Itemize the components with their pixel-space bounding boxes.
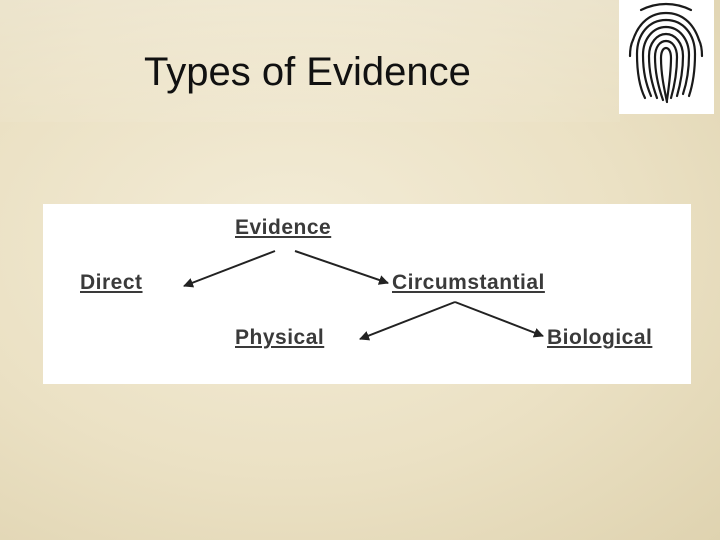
- slide-title: Types of Evidence: [144, 50, 471, 94]
- node-physical: Physical: [235, 326, 325, 349]
- node-direct: Direct: [80, 271, 143, 294]
- arrow-circumstantial-biological: [454, 301, 544, 338]
- arrow-evidence-direct: [183, 250, 276, 288]
- fingerprint-image: [619, 0, 714, 114]
- node-circumstantial: Circumstantial: [392, 271, 545, 294]
- node-biological: Biological: [547, 326, 653, 349]
- arrow-circumstantial-physical: [359, 301, 456, 341]
- evidence-diagram: Evidence Direct Circumstantial Physical …: [43, 204, 691, 384]
- node-evidence: Evidence: [235, 216, 332, 239]
- title-band: [0, 0, 620, 122]
- arrow-evidence-circumstantial: [294, 250, 389, 285]
- fingerprint-icon: [628, 2, 704, 104]
- diagram-arrows: [183, 250, 544, 341]
